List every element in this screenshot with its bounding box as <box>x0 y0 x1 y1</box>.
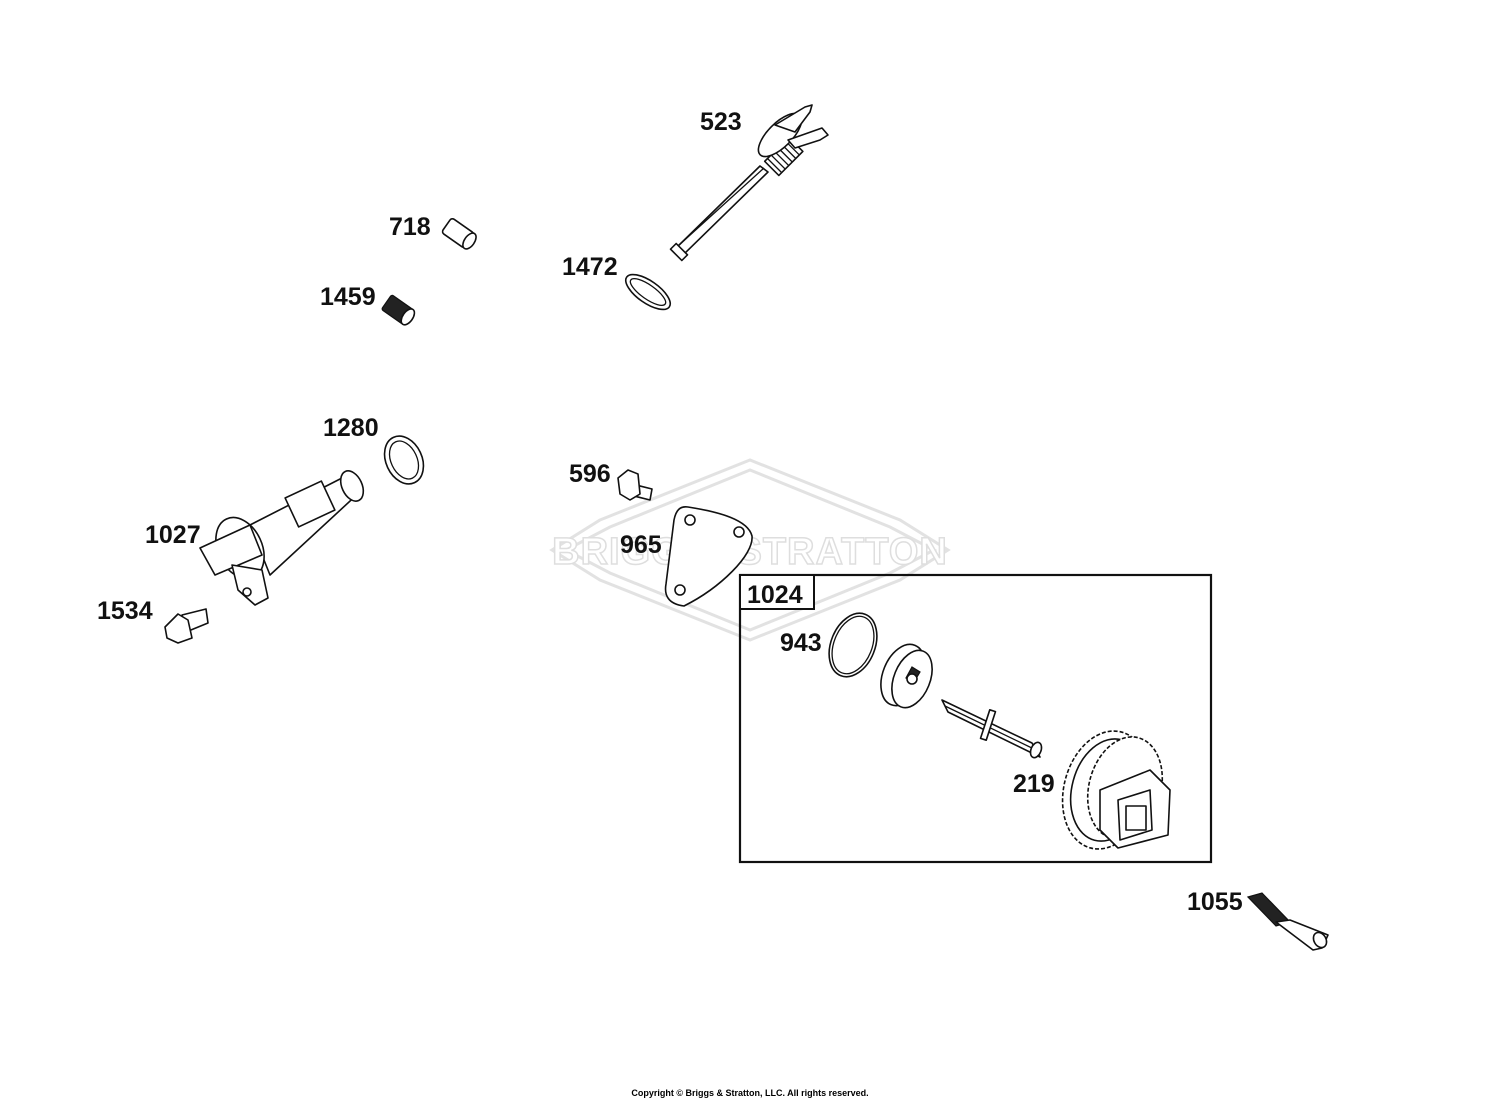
part-718-pin[interactable] <box>441 217 478 252</box>
part-943-o-ring[interactable] <box>820 606 886 684</box>
callout-1534: 1534 <box>97 597 153 625</box>
callout-965: 965 <box>620 531 662 559</box>
callout-1055: 1055 <box>1187 888 1243 916</box>
callout-943: 943 <box>780 629 822 657</box>
part-219-gear-assembly[interactable] <box>1050 721 1173 859</box>
part-523-dipstick[interactable] <box>669 104 829 262</box>
part-1055-shaft[interactable] <box>1246 892 1329 951</box>
copyright-notice: Copyright © Briggs & Stratton, LLC. All … <box>631 1088 869 1098</box>
part-1472-o-ring[interactable] <box>620 268 675 316</box>
callout-1459: 1459 <box>320 283 376 311</box>
callout-219: 219 <box>1013 770 1055 798</box>
callout-1024: 1024 <box>747 581 803 609</box>
watermark-logo: BRIGGS&STRATTON <box>549 458 951 642</box>
part-1459-plug[interactable] <box>381 294 417 328</box>
callout-1027: 1027 <box>145 521 201 549</box>
part-pump-shaft[interactable] <box>941 699 1044 759</box>
kit-1024-box <box>738 573 1213 864</box>
callout-523: 523 <box>700 108 742 136</box>
callout-596: 596 <box>569 460 611 488</box>
part-1280-o-ring[interactable] <box>377 430 431 491</box>
part-596-bolt[interactable] <box>617 469 653 501</box>
part-1534-bolt[interactable] <box>164 608 209 644</box>
part-oil-pump-rotor[interactable] <box>872 638 939 714</box>
part-1027-drain-valve[interactable] <box>199 467 368 606</box>
callout-1472: 1472 <box>562 253 618 281</box>
part-965-gasket[interactable] <box>664 506 753 607</box>
callout-718: 718 <box>389 213 431 241</box>
callout-1280: 1280 <box>323 414 379 442</box>
